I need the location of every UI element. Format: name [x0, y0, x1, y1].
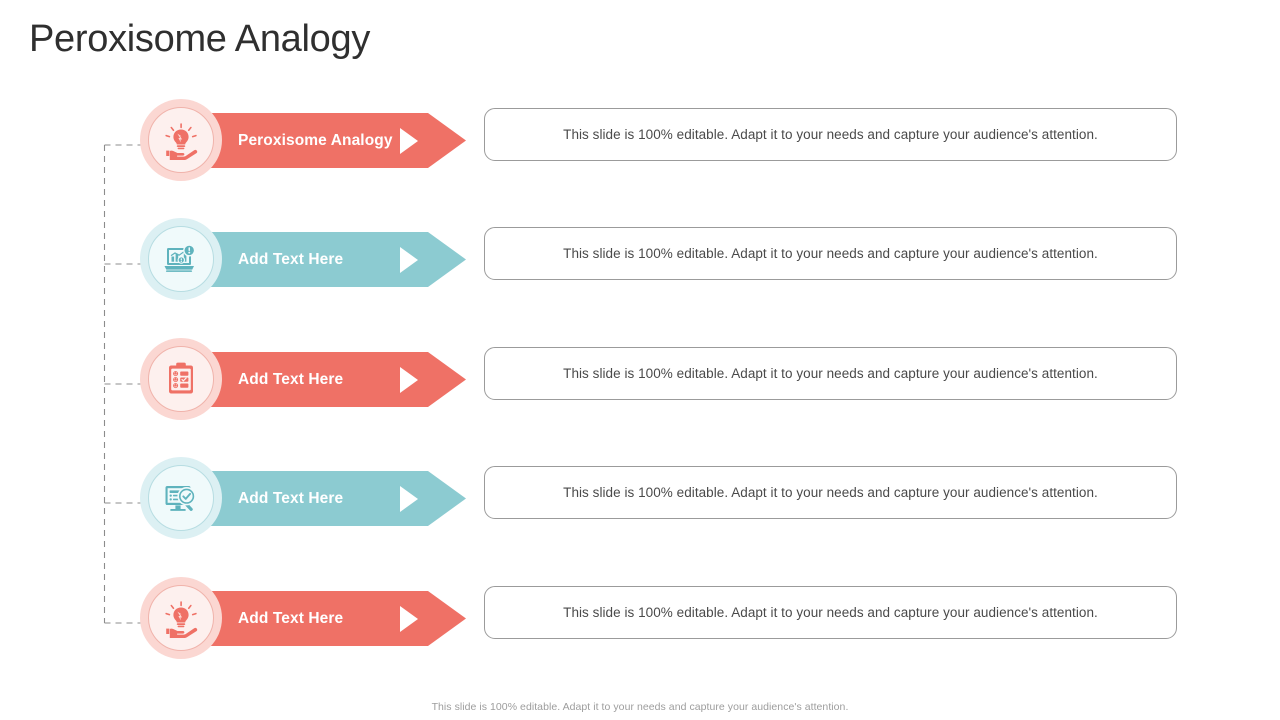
process-row[interactable]: Add Text Here	[0, 443, 1280, 563]
lightbulb-in-hand-icon	[148, 585, 214, 651]
row-description-box[interactable]: This slide is 100% editable. Adapt it to…	[484, 466, 1177, 519]
play-triangle-icon	[400, 605, 418, 632]
row-label: Add Text Here	[238, 370, 344, 388]
row-label: Add Text Here	[238, 609, 344, 627]
row-icon-medallion[interactable]	[140, 577, 222, 659]
row-description-text: This slide is 100% editable. Adapt it to…	[563, 366, 1098, 381]
row-icon-medallion[interactable]	[140, 338, 222, 420]
row-label: Peroxisome Analogy	[238, 131, 393, 149]
row-label: Add Text Here	[238, 250, 344, 268]
play-triangle-icon	[400, 485, 418, 512]
row-description-box[interactable]: This slide is 100% editable. Adapt it to…	[484, 108, 1177, 161]
footer-note: This slide is 100% editable. Adapt it to…	[431, 701, 849, 713]
play-triangle-icon	[400, 127, 418, 154]
process-row[interactable]: Add Text Here	[0, 324, 1280, 444]
row-banner[interactable]: Add Text Here	[196, 232, 466, 287]
row-description-text: This slide is 100% editable. Adapt it to…	[563, 246, 1098, 261]
row-banner[interactable]: Add Text Here	[196, 352, 466, 407]
process-row[interactable]: Add Text Here	[0, 204, 1280, 324]
laptop-bar-chart-alert-icon	[148, 226, 214, 292]
process-row[interactable]: Peroxisome Analogy	[0, 85, 1280, 205]
row-description-box[interactable]: This slide is 100% editable. Adapt it to…	[484, 586, 1177, 639]
row-description-text: This slide is 100% editable. Adapt it to…	[563, 485, 1098, 500]
row-icon-medallion[interactable]	[140, 99, 222, 181]
clipboard-survey-icon	[148, 346, 214, 412]
lightbulb-in-hand-icon	[148, 107, 214, 173]
row-description-box[interactable]: This slide is 100% editable. Adapt it to…	[484, 347, 1177, 400]
play-triangle-icon	[400, 366, 418, 393]
monitor-checklist-magnifier-icon	[148, 465, 214, 531]
row-banner[interactable]: Peroxisome Analogy	[196, 113, 466, 168]
row-icon-medallion[interactable]	[140, 457, 222, 539]
row-banner[interactable]: Add Text Here	[196, 471, 466, 526]
row-banner[interactable]: Add Text Here	[196, 591, 466, 646]
process-row[interactable]: Add Text Here	[0, 563, 1280, 683]
row-description-box[interactable]: This slide is 100% editable. Adapt it to…	[484, 227, 1177, 280]
play-triangle-icon	[400, 246, 418, 273]
page-title: Peroxisome Analogy	[29, 18, 371, 60]
row-description-text: This slide is 100% editable. Adapt it to…	[563, 127, 1098, 142]
row-description-text: This slide is 100% editable. Adapt it to…	[563, 605, 1098, 620]
row-icon-medallion[interactable]	[140, 218, 222, 300]
row-label: Add Text Here	[238, 489, 344, 507]
